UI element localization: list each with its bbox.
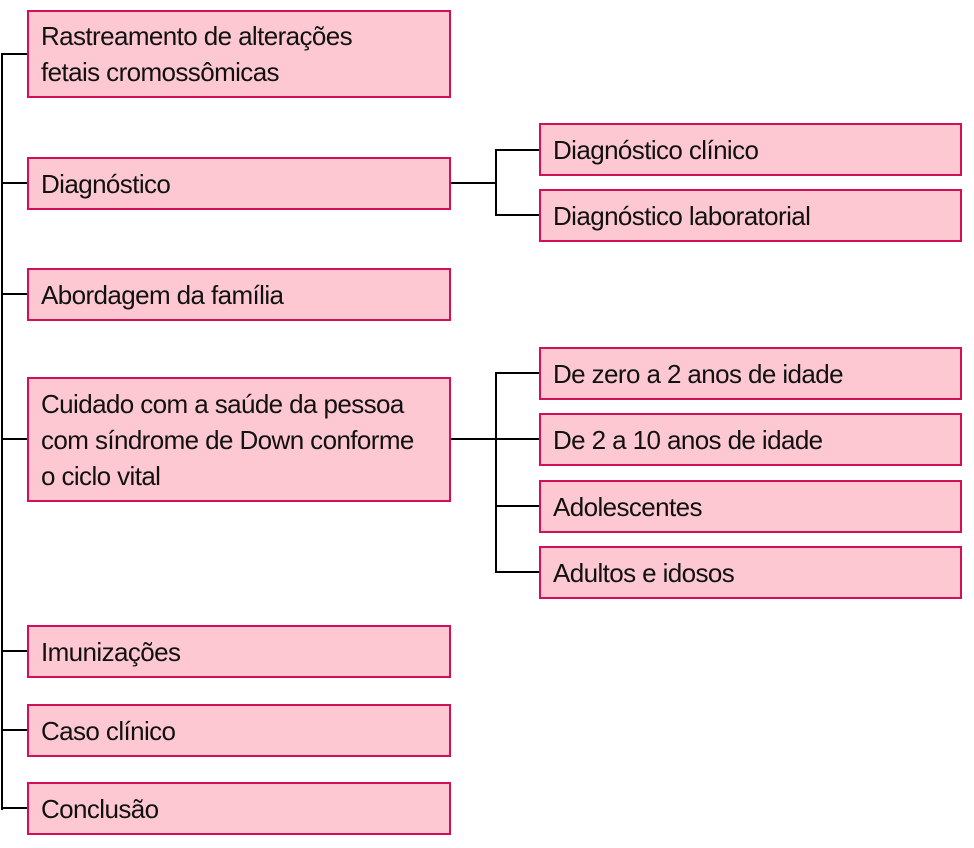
- node-adultos-idosos: Adultos e idosos: [539, 546, 962, 599]
- main-trunk-line: [1, 53, 3, 810]
- node-label: Diagnóstico laboratorial: [553, 200, 811, 231]
- node-label: Adolescentes: [553, 491, 703, 522]
- connector: [495, 149, 539, 151]
- node-rastreamento: Rastreamento de alterações fetais cromos…: [27, 10, 451, 98]
- node-abordagem: Abordagem da família: [27, 268, 451, 321]
- connector: [1, 182, 27, 184]
- node-caso-clinico: Caso clínico: [27, 704, 451, 757]
- node-diagnostico-laboratorial: Diagnóstico laboratorial: [539, 189, 962, 242]
- node-diagnostico: Diagnóstico: [27, 157, 451, 210]
- node-cuidado: Cuidado com a saúde da pessoa com síndro…: [27, 377, 451, 502]
- node-label: Conclusão: [41, 793, 159, 824]
- node-label: Caso clínico: [41, 715, 176, 746]
- node-label: De 2 a 10 anos de idade: [553, 424, 823, 455]
- node-label: Diagnóstico clínico: [553, 134, 759, 165]
- node-conclusao: Conclusão: [27, 782, 451, 835]
- connector: [495, 214, 539, 216]
- node-2-a-10: De 2 a 10 anos de idade: [539, 413, 962, 466]
- node-label: Cuidado com a saúde da pessoa com síndro…: [41, 388, 414, 491]
- diagnostico-branch-line: [495, 149, 497, 216]
- node-label: Rastreamento de alterações fetais cromos…: [41, 21, 353, 87]
- connector: [450, 182, 496, 184]
- node-label: Imunizações: [41, 636, 181, 667]
- connector: [1, 729, 27, 731]
- connector: [1, 438, 27, 440]
- connector: [1, 807, 27, 809]
- connector: [1, 53, 27, 55]
- node-diagnostico-clinico: Diagnóstico clínico: [539, 123, 962, 176]
- node-label: Adultos e idosos: [553, 557, 735, 588]
- node-label: De zero a 2 anos de idade: [553, 358, 844, 389]
- node-label: Abordagem da família: [41, 279, 284, 310]
- connector: [1, 293, 27, 295]
- cuidado-branch-line: [495, 372, 497, 573]
- node-imunizacoes: Imunizações: [27, 625, 451, 678]
- connector: [495, 505, 539, 507]
- node-zero-a-2: De zero a 2 anos de idade: [539, 347, 962, 400]
- connector: [1, 650, 27, 652]
- connector: [495, 571, 539, 573]
- node-label: Diagnóstico: [41, 168, 171, 199]
- connector: [495, 438, 539, 440]
- connector: [495, 372, 539, 374]
- node-adolescentes: Adolescentes: [539, 480, 962, 533]
- connector: [450, 438, 496, 440]
